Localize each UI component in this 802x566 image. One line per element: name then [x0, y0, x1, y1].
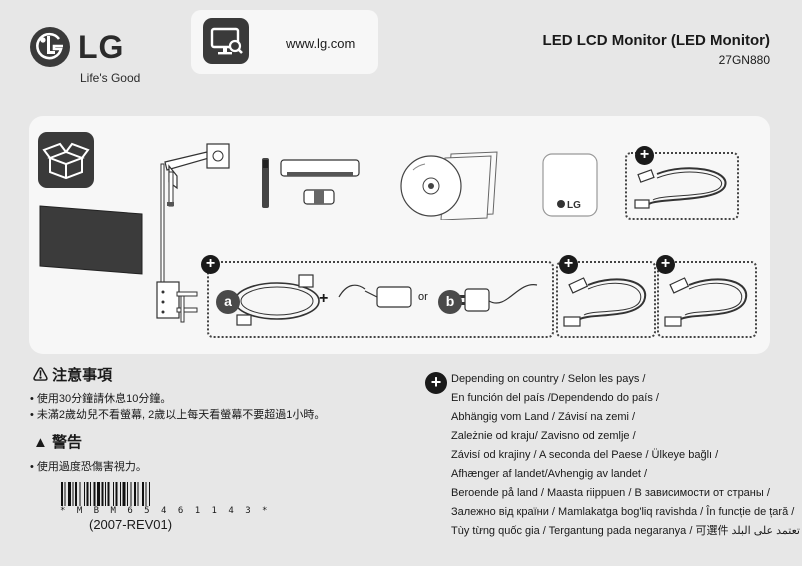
lg-warranty-card-illustration: LG [542, 153, 598, 217]
alert-heading: ▲ 警告 [33, 434, 83, 451]
lg-emblem-icon [30, 27, 70, 67]
revision-code: (2007-REV01) [89, 517, 173, 532]
caution-heading: ⚠ 注意事項 [33, 367, 113, 384]
monitor-arm-stand-illustration [156, 143, 230, 323]
country-note-line: Tùy từng quốc gia / Tergantung pada nega… [451, 525, 800, 537]
clip-part-illustration [303, 189, 335, 205]
website-url[interactable]: www.lg.com [286, 36, 356, 51]
optional-item-marker-2: + [201, 255, 220, 274]
svg-text:LG: LG [567, 200, 581, 211]
country-note-line: Závisí od krajiny / A seconda del Paese … [451, 449, 719, 461]
barcode-image [61, 482, 150, 506]
optional-item-marker-1: + [635, 146, 654, 165]
optional-item-marker-4: + [656, 255, 675, 274]
cable-tie-illustration [262, 158, 269, 208]
plus-sign: + [319, 290, 329, 307]
open-box-icon [38, 132, 94, 188]
brand-wordmark: LG [78, 29, 125, 65]
optional-item-marker-3: + [559, 255, 578, 274]
optional-dp-cable-box [556, 261, 656, 338]
ac-adapter-brick-icon [338, 284, 412, 308]
website-box: www.lg.com [191, 10, 378, 74]
cd-and-manual-illustration [400, 151, 498, 220]
web-search-monitor-icon [203, 18, 249, 64]
alert-line: • 使用過度恐傷害視力。 [30, 461, 147, 473]
country-note-line: En función del país /Dependendo do país … [451, 392, 659, 404]
option-a-badge: a [216, 290, 240, 314]
country-note-line: Beroende på land / Maasta riippuen / В з… [451, 487, 770, 499]
model-number: 27GN880 [718, 53, 770, 67]
package-contents-panel: LG + + a + or b [29, 116, 770, 354]
barcode-digits: * M B M 6 5 4 6 1 1 4 3 * [60, 506, 271, 516]
country-note: Depending on country / Selon les pays / … [451, 370, 800, 541]
caution-line-1: • 使用30分鐘請休息10分鐘。 [30, 393, 172, 405]
product-title: LED LCD Monitor (LED Monitor) [542, 32, 770, 49]
country-note-line: Abhängig vom Land / Závisí na zemi / [451, 411, 636, 423]
country-note-line: Zależnie od kraju/ Zavisno od zemlje / [451, 430, 636, 442]
wall-adapter-icon [459, 284, 538, 312]
optional-hdmi-cable-box [625, 152, 739, 220]
mounting-bracket-illustration [280, 159, 360, 177]
caution-line-2: • 未滿2歲幼兒不看螢幕, 2歲以上每天看螢幕不要超過1小時。 [30, 409, 326, 421]
power-adapter-options-box [207, 261, 554, 338]
power-cord-icon [234, 274, 320, 326]
option-b-badge: b [438, 290, 462, 314]
optional-notice-icon: + [425, 372, 447, 394]
country-note-line: Afhænger af landet/Avhengig av landet / [451, 468, 648, 480]
brand-tagline: Life's Good [80, 71, 141, 85]
country-note-line: Depending on country / Selon les pays / [451, 373, 646, 385]
hdmi-cable-icon [634, 167, 727, 209]
displayport-cable-icon [563, 277, 647, 327]
optional-usb-cable-box [657, 261, 757, 338]
usb-cable-icon [664, 277, 748, 327]
or-label: or [418, 291, 428, 303]
monitor-panel-illustration [39, 205, 143, 275]
lg-logo: LG Life's Good [30, 27, 150, 87]
country-note-line: Залежно від країни / Mamlakatga bog'liq … [451, 506, 795, 518]
